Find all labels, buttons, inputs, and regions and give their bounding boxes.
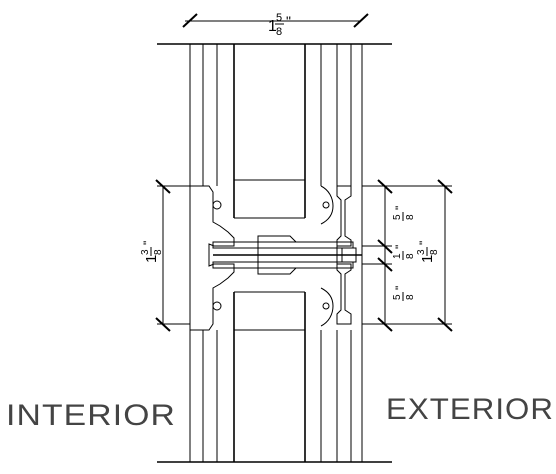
left-height-whole: 1 bbox=[143, 255, 160, 263]
left-height-dimension: 1 3 8 " bbox=[140, 179, 190, 332]
overall-width-whole: 1 bbox=[268, 18, 277, 35]
right-height-denominator: 8 bbox=[429, 249, 440, 255]
middle-gap-denominator: 8 bbox=[405, 253, 416, 259]
middle-gap-unit: " bbox=[393, 245, 407, 249]
upper-gap-unit: " bbox=[393, 206, 407, 210]
overall-width-denominator: 8 bbox=[276, 26, 282, 38]
upper-gap-numerator: 5 bbox=[392, 214, 403, 220]
lower-gap-label: 5 8 " bbox=[392, 286, 416, 301]
interior-mullion-profile bbox=[189, 185, 235, 331]
lower-gap-unit: " bbox=[393, 286, 407, 290]
interior-label: INTERIOR bbox=[6, 399, 176, 432]
right-height-whole: 1 bbox=[419, 255, 436, 263]
middle-gap-numerator: 1 bbox=[392, 253, 403, 259]
right-height-unit: " bbox=[417, 241, 431, 245]
right-height-label: 1 3 8 " bbox=[416, 241, 440, 263]
middle-gap-label: 1 8 " bbox=[392, 245, 416, 260]
exterior-pressure-plate bbox=[320, 185, 352, 327]
left-height-unit: " bbox=[141, 241, 155, 245]
upper-gap-label: 5 8 " bbox=[392, 206, 416, 221]
upper-gap-denominator: 8 bbox=[405, 214, 416, 220]
overall-width-unit: " bbox=[286, 13, 291, 29]
thermal-break-and-fastener bbox=[212, 235, 362, 275]
lower-gap-denominator: 8 bbox=[405, 294, 416, 300]
overall-width-dimension: 1 5 8 " bbox=[182, 12, 369, 38]
lower-gap-numerator: 5 bbox=[392, 294, 403, 300]
right-height-numerator: 3 bbox=[416, 249, 427, 255]
left-height-denominator: 8 bbox=[153, 249, 164, 255]
exterior-label: EXTERIOR bbox=[386, 393, 554, 426]
left-height-numerator: 3 bbox=[140, 249, 151, 255]
right-dimensions: 5 8 " 1 8 " 5 8 " 1 3 8 " bbox=[362, 179, 453, 332]
overall-width-numerator: 5 bbox=[276, 12, 282, 24]
frame-vertical-lines bbox=[189, 44, 363, 462]
